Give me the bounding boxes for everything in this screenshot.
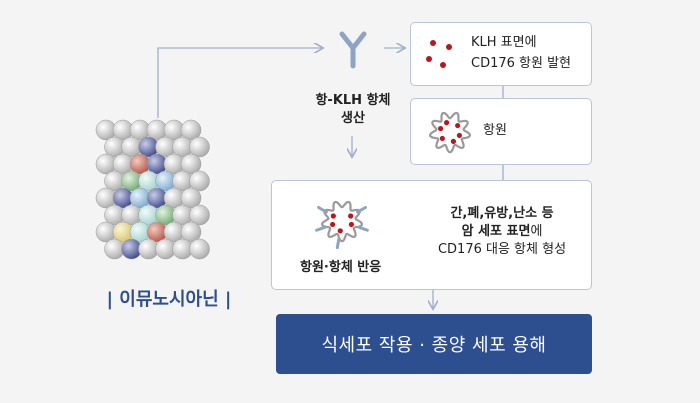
reaction-line1: 간,폐,유방,난소 등 [450, 206, 554, 221]
klh-line1: KLH 표면에 [471, 35, 537, 50]
antibody-step-line1: 항-KLH 항체 [315, 93, 391, 108]
result-label: 식세포 작용 · 종양 세포 용해 [321, 335, 547, 356]
antigen-box: 항원 [410, 98, 592, 165]
antibody-step-line2: 생산 [341, 111, 365, 126]
klh-expression-box: KLH 표면에 CD176 항원 발현 [410, 22, 592, 86]
antibody-step-label: 항-KLH 항체 생산 [298, 92, 408, 128]
reaction-description: 간,폐,유방,난소 등 암 세포 표면에 CD176 대응 항체 형성 [412, 205, 592, 259]
antigen-cell-icon [428, 111, 472, 154]
drug-name-label: | 이뮤노시아닌 | [106, 289, 232, 310]
antigen-antibody-reaction-icon [315, 200, 369, 250]
reaction-left-label: 항원·항체 반응 [300, 260, 382, 275]
reaction-line2: 암 세포 표면에 [412, 223, 592, 241]
antigen-dots-icon [426, 40, 452, 68]
result-box: 식세포 작용 · 종양 세포 용해 [276, 314, 592, 374]
reaction-line2-suffix: 에 [530, 224, 543, 239]
reaction-box: 항원·항체 반응 간,폐,유방,난소 등 암 세포 표면에 CD176 대응 항… [271, 180, 592, 290]
klh-line2: CD176 항원 발현 [471, 56, 572, 71]
reaction-line3: CD176 대응 항체 형성 [437, 242, 567, 257]
immunocyanin-molecule-icon [95, 119, 210, 260]
reaction-line2-bold: 암 세포 표면 [461, 224, 531, 239]
antigen-label: 항원 [483, 123, 507, 138]
arrow-drug-to-antibody [157, 48, 322, 118]
antibody-icon [339, 31, 367, 69]
